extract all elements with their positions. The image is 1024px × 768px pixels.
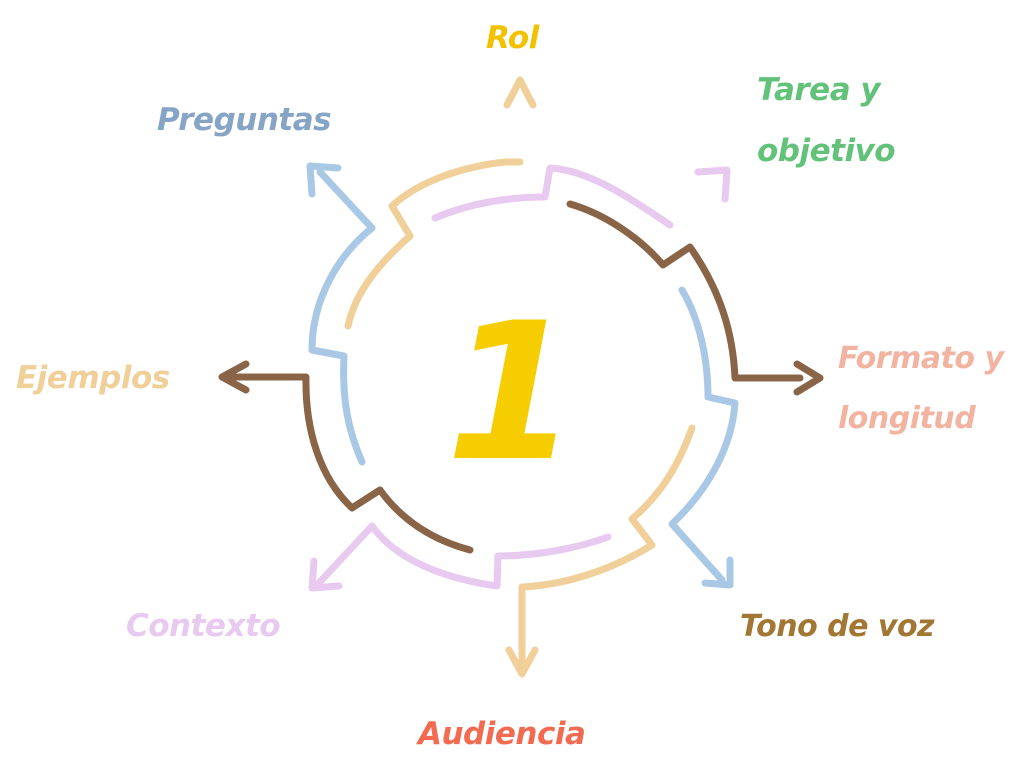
- center-number: 1: [446, 282, 578, 503]
- label-formato-line1: Formato y: [838, 341, 1004, 376]
- label-tono: Tono de voz: [740, 609, 935, 644]
- label-audiencia: Audiencia: [418, 716, 586, 752]
- label-tarea-line2: objetivo: [757, 133, 896, 169]
- ring-arc-brown-bottom: [224, 373, 474, 554]
- label-formato-line2: longitud: [838, 401, 976, 436]
- arrowhead-tarea: [694, 166, 731, 203]
- arrowhead-audiencia: [505, 646, 539, 678]
- label-rol: Rol: [486, 20, 539, 56]
- label-contexto: Contexto: [126, 608, 281, 644]
- label-tarea-line1: Tarea y: [757, 72, 881, 108]
- arrowhead-contexto: [308, 557, 343, 592]
- ring-arc-orange-top: [344, 158, 524, 330]
- ring-arc-blue-left: [308, 168, 376, 466]
- label-preguntas: Preguntas: [157, 102, 332, 138]
- ring-arc-blue-right: [668, 286, 739, 584]
- arrowhead-rol: [503, 76, 537, 109]
- arrowhead-preguntas: [306, 162, 342, 198]
- ring-arc-lilac-top: [431, 164, 674, 229]
- ring-arc-lilac-bottom: [314, 522, 612, 590]
- arrowhead-ejemplos: [218, 360, 250, 394]
- ring-arc-orange-bottom: [518, 424, 696, 669]
- arrowhead-formato: [793, 360, 824, 396]
- arrowhead-tono: [701, 556, 734, 589]
- ring-arc-brown-top: [566, 200, 804, 382]
- label-ejemplos: Ejemplos: [16, 360, 170, 396]
